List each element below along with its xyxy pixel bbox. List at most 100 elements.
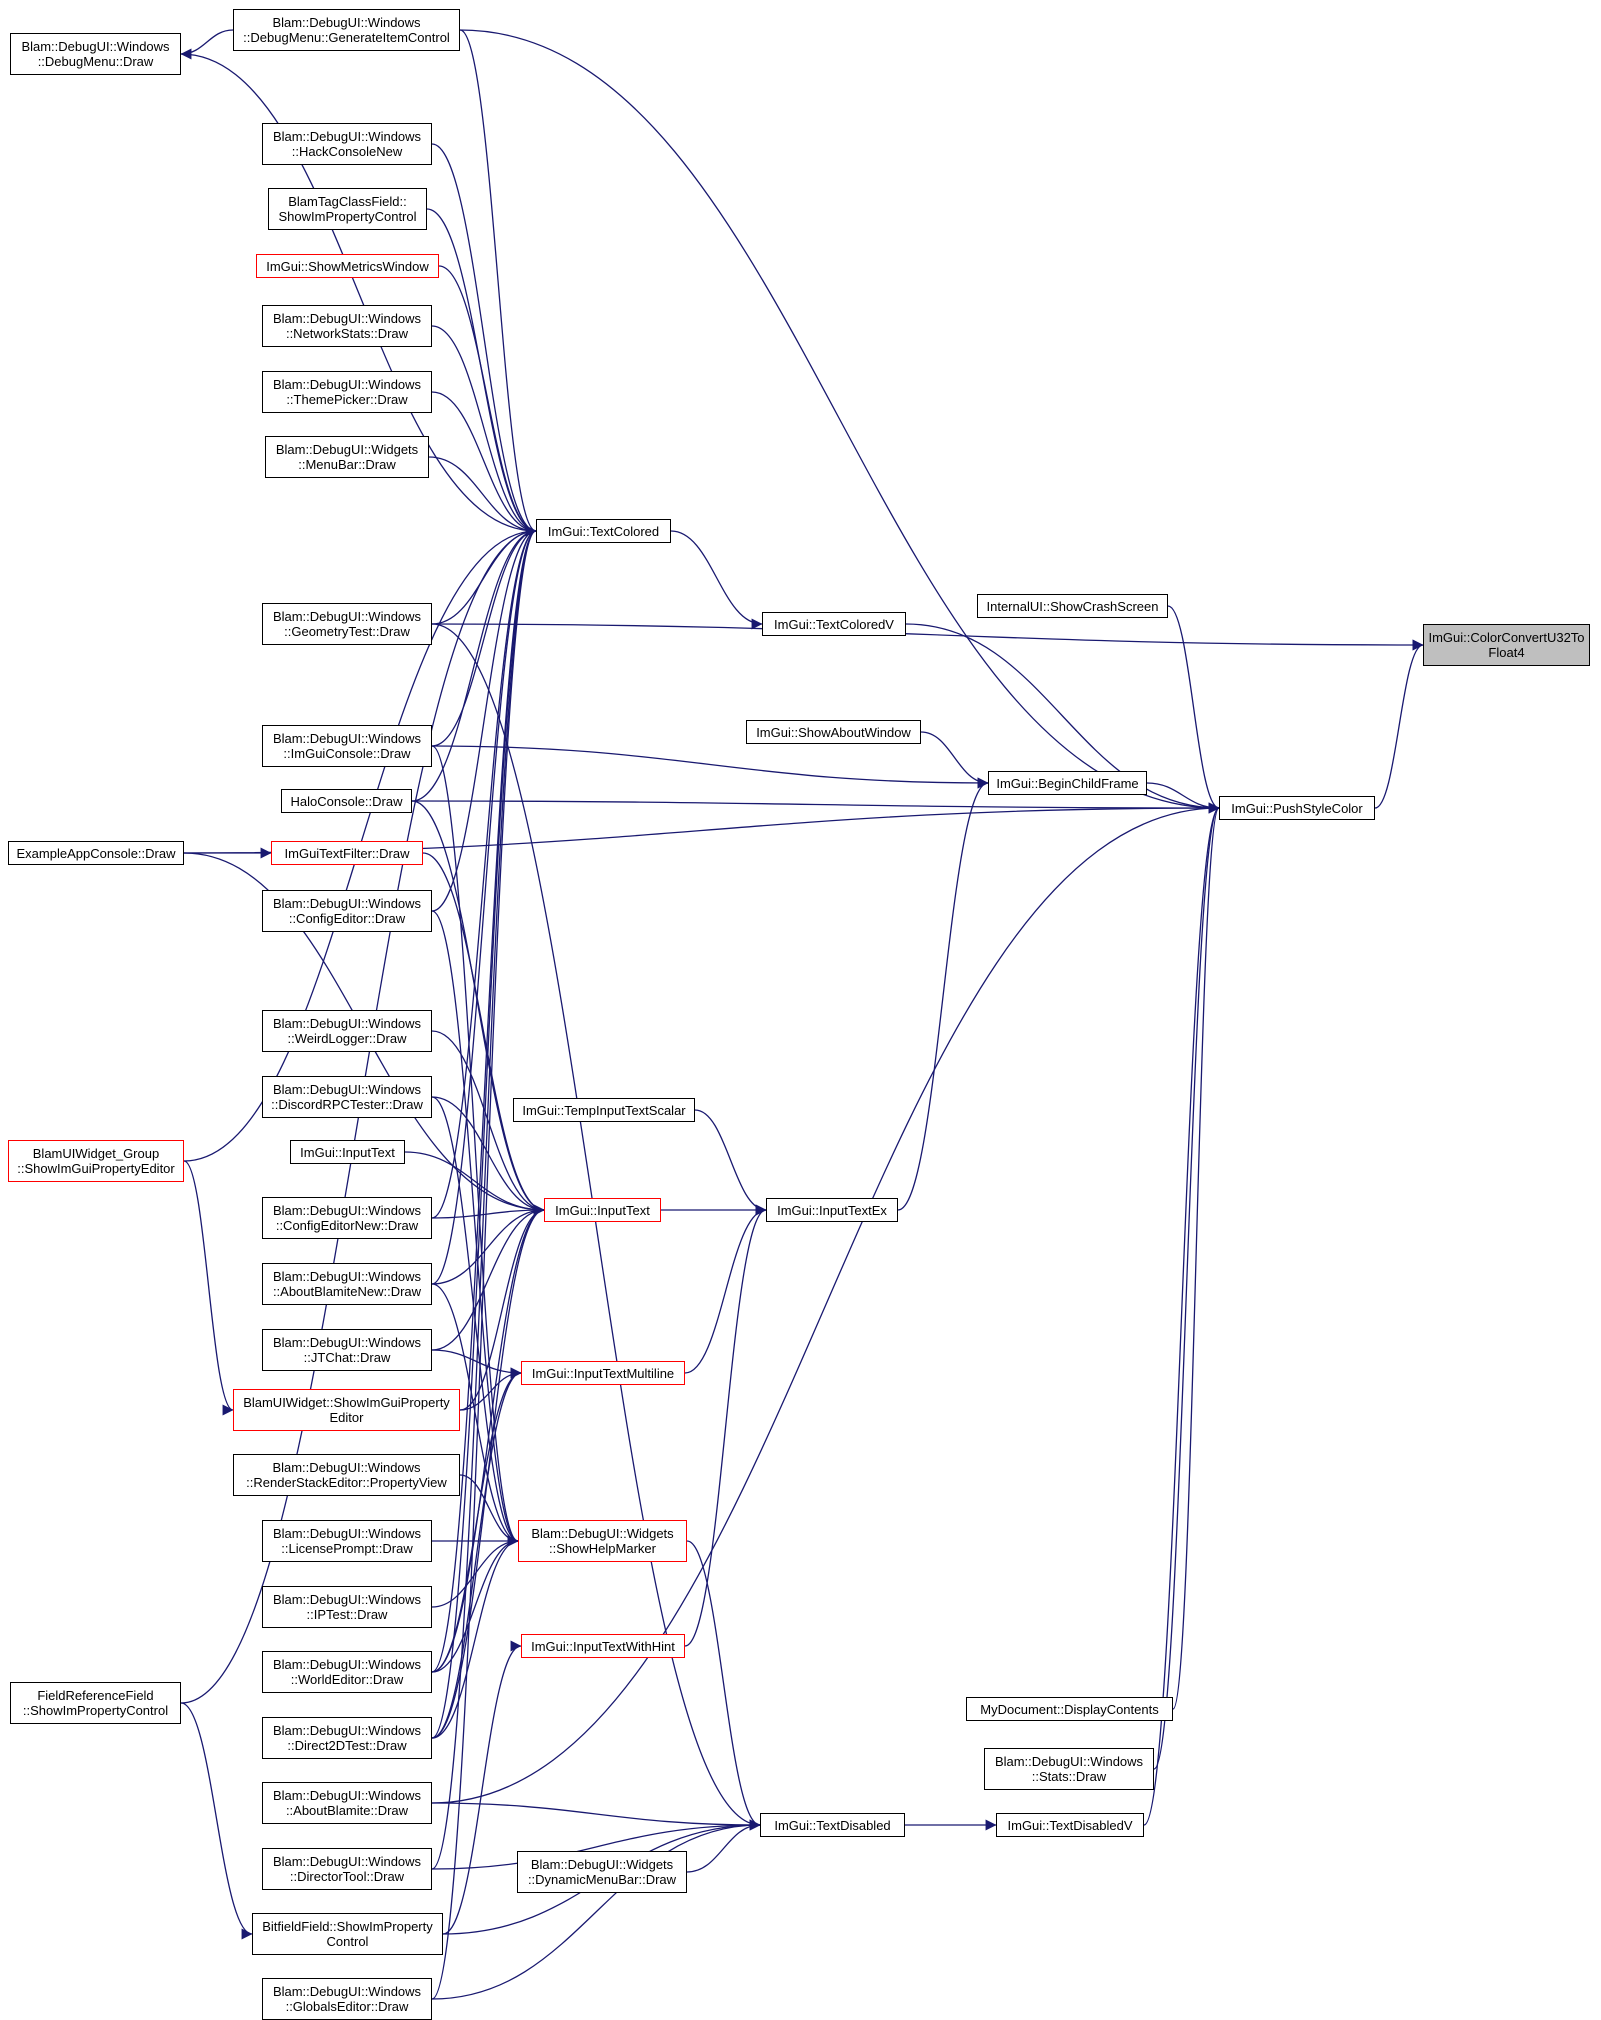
node-label-line: Blam::DebugUI::Windows: [272, 1984, 422, 1999]
node-label-line: BitfieldField::ShowImProperty: [262, 1919, 433, 1934]
node-haloconsole-draw[interactable]: HaloConsole::Draw: [281, 789, 412, 813]
node-label-line: ::ShowImPropertyControl: [22, 1703, 169, 1718]
node-configeditor-draw[interactable]: Blam::DebugUI::Windows::ConfigEditor::Dr…: [262, 890, 432, 932]
node-label-line: Editor: [329, 1410, 364, 1425]
edge-director-to-textdisabled: [431, 1819, 761, 1870]
edge-theme-to-textcolored: [431, 391, 537, 537]
node-aboutblamitenew-draw[interactable]: Blam::DebugUI::Windows::AboutBlamiteNew:…: [262, 1263, 432, 1305]
node-beginchildframe[interactable]: ImGui::BeginChildFrame: [988, 771, 1147, 795]
node-dynamicmenubar-draw[interactable]: Blam::DebugUI::Widgets::DynamicMenuBar::…: [517, 1851, 687, 1893]
node-inputtextwithhint[interactable]: ImGui::InputTextWithHint: [521, 1634, 685, 1658]
node-label-line: ImGui::InputTextEx: [777, 1202, 887, 1218]
node-label-line: ImGuiTextFilter::Draw: [284, 845, 410, 861]
node-jtchat-draw[interactable]: Blam::DebugUI::Windows::JTChat::Draw: [262, 1329, 432, 1371]
node-textcolored[interactable]: ImGui::TextColored: [536, 519, 671, 543]
node-fieldreferencefield[interactable]: FieldReferenceField::ShowImPropertyContr…: [10, 1682, 181, 1724]
node-label-line: ImGui::TextDisabled: [774, 1817, 891, 1833]
node-configeditornew-draw[interactable]: Blam::DebugUI::Windows::ConfigEditorNew:…: [262, 1197, 432, 1239]
edge-tempinput-to-inputtextex: [694, 1109, 767, 1216]
edge-imguiconsole-to-beginchild: [431, 745, 989, 789]
node-iptest-draw[interactable]: Blam::DebugUI::Windows::IPTest::Draw: [262, 1586, 432, 1628]
node-textcoloredv[interactable]: ImGui::TextColoredV: [762, 612, 906, 636]
node-inputtext[interactable]: ImGui::InputText: [544, 1198, 661, 1222]
node-label-line: ::ShowImGuiPropertyEditor: [17, 1161, 175, 1176]
node-label-line: ::Direct2DTest::Draw: [287, 1738, 407, 1753]
edge-textcolored-to-textcoloredv: [670, 530, 763, 630]
edge-globals-to-textcolored: [431, 525, 537, 2000]
edge-debugmenu-to-textcolored: [180, 53, 537, 537]
node-showcrashscreen[interactable]: InternalUI::ShowCrashScreen: [977, 594, 1168, 618]
edge-imguiconsole-to-helpmarker: [431, 745, 519, 1547]
node-globalseditor-draw[interactable]: Blam::DebugUI::Windows::GlobalsEditor::D…: [262, 1978, 432, 2020]
node-label-line: Blam::DebugUI::Widgets: [275, 442, 419, 457]
node-label-line: Blam::DebugUI::Windows: [272, 1526, 422, 1541]
edge-inputtextex-to-beginchild: [897, 777, 989, 1211]
node-label-line: ::DiscordRPCTester::Draw: [271, 1097, 423, 1112]
edge-layer: [180, 29, 1424, 2000]
edge-metrics-to-textcolored: [438, 265, 537, 537]
node-blamtagclassfield[interactable]: BlamTagClassField::ShowImPropertyControl: [268, 188, 427, 230]
edge-worldeditor-to-helpmarker: [431, 1535, 519, 1673]
node-label-line: Blam::DebugUI::Windows: [272, 1082, 422, 1097]
node-label-line: BlamUIWidget_Group: [32, 1146, 160, 1161]
node-label-line: ::HackConsoleNew: [291, 144, 403, 159]
node-weirdlogger-draw[interactable]: Blam::DebugUI::Windows::WeirdLogger::Dra…: [262, 1010, 432, 1052]
node-menubar-draw[interactable]: Blam::DebugUI::Widgets::MenuBar::Draw: [265, 436, 429, 478]
node-directortool-draw[interactable]: Blam::DebugUI::Windows::DirectorTool::Dr…: [262, 1848, 432, 1890]
node-label-line: ::ConfigEditorNew::Draw: [275, 1218, 419, 1233]
node-themepicker-draw[interactable]: Blam::DebugUI::Windows::ThemePicker::Dra…: [262, 371, 432, 413]
node-label-line: ::ThemePicker::Draw: [286, 392, 408, 407]
node-inputtext-caller[interactable]: ImGui::InputText: [290, 1140, 405, 1164]
node-licenseprompt-draw[interactable]: Blam::DebugUI::Windows::LicensePrompt::D…: [262, 1520, 432, 1562]
node-imguiconsole-draw[interactable]: Blam::DebugUI::Windows::ImGuiConsole::Dr…: [262, 725, 432, 767]
node-stats-draw[interactable]: Blam::DebugUI::Windows::Stats::Draw: [984, 1748, 1154, 1790]
edge-discord-to-helpmarker: [431, 1096, 519, 1547]
node-worldeditor-draw[interactable]: Blam::DebugUI::Windows::WorldEditor::Dra…: [262, 1651, 432, 1693]
node-imguitextfilter-draw[interactable]: ImGuiTextFilter::Draw: [271, 841, 423, 865]
node-textdisabled[interactable]: ImGui::TextDisabled: [760, 1813, 905, 1837]
node-label-line: ImGui::ColorConvertU32To: [1428, 630, 1585, 645]
node-label-line: Blam::DebugUI::Windows: [994, 1754, 1144, 1769]
edge-bitfield-to-withhint: [442, 1640, 522, 1935]
node-label-line: ::DirectorTool::Draw: [289, 1869, 405, 1884]
edge-imguiconsole-to-textcolored: [431, 525, 537, 747]
node-exampleappconsole-draw[interactable]: ExampleAppConsole::Draw: [8, 841, 184, 865]
edge-aboutblamite-to-textdisabled: [431, 1802, 761, 1831]
node-label-line: ::LicensePrompt::Draw: [281, 1541, 413, 1556]
node-geometrytest-draw[interactable]: Blam::DebugUI::Windows::GeometryTest::Dr…: [262, 603, 432, 645]
node-discordrpctester-draw[interactable]: Blam::DebugUI::Windows::DiscordRPCTester…: [262, 1076, 432, 1118]
edge-stats-to-pushstyle: [1153, 802, 1220, 1770]
node-label-line: Blam::DebugUI::Windows: [272, 1723, 422, 1738]
node-debugmenu-draw[interactable]: Blam::DebugUI::Windows::DebugMenu::Draw: [10, 33, 181, 75]
node-pushstylecolor[interactable]: ImGui::PushStyleColor: [1219, 796, 1375, 820]
node-label-line: Blam::DebugUI::Windows: [272, 896, 422, 911]
node-blamuiwidget-group[interactable]: BlamUIWidget_Group::ShowImGuiPropertyEdi…: [8, 1140, 184, 1182]
node-inputtextmultiline[interactable]: ImGui::InputTextMultiline: [521, 1361, 685, 1385]
node-networkstats-draw[interactable]: Blam::DebugUI::Windows::NetworkStats::Dr…: [262, 305, 432, 347]
node-label-line: Blam::DebugUI::Widgets: [530, 1857, 674, 1872]
node-textdisabledv[interactable]: ImGui::TextDisabledV: [996, 1813, 1144, 1837]
node-inputtextex[interactable]: ImGui::InputTextEx: [766, 1198, 898, 1222]
node-mydocument-displaycontents[interactable]: MyDocument::DisplayContents: [966, 1697, 1173, 1721]
edge-crash-to-pushstyle: [1167, 605, 1220, 814]
node-tempinputtextscalar[interactable]: ImGui::TempInputTextScalar: [513, 1098, 695, 1122]
edge-d2d-to-textcolored: [431, 525, 537, 1739]
node-renderstackeditor-view[interactable]: Blam::DebugUI::Windows::RenderStackEdito…: [233, 1454, 460, 1496]
node-generateitemcontrol[interactable]: Blam::DebugUI::Windows::DebugMenu::Gener…: [233, 9, 460, 51]
node-label-line: ImGui::InputText: [300, 1144, 395, 1160]
node-hackconsolenew[interactable]: Blam::DebugUI::Windows::HackConsoleNew: [262, 123, 432, 165]
node-label-line: ::DebugMenu::GenerateItemControl: [243, 30, 450, 45]
node-label-line: Blam::DebugUI::Windows: [272, 1335, 422, 1350]
edge-d2d-to-multiline: [431, 1367, 522, 1739]
node-aboutblamite-draw[interactable]: Blam::DebugUI::Windows::AboutBlamite::Dr…: [262, 1782, 432, 1824]
node-showmetricswindow[interactable]: ImGui::ShowMetricsWindow: [256, 254, 439, 278]
node-showaboutwindow[interactable]: ImGui::ShowAboutWindow: [746, 720, 921, 744]
node-showhelpmarker[interactable]: Blam::DebugUI::Widgets::ShowHelpMarker: [518, 1520, 687, 1562]
node-label-line: ::Stats::Draw: [1031, 1769, 1107, 1784]
edge-configeditor-to-helpmarker: [431, 910, 519, 1547]
node-direct2dtest-draw[interactable]: Blam::DebugUI::Windows::Direct2DTest::Dr…: [262, 1717, 432, 1759]
